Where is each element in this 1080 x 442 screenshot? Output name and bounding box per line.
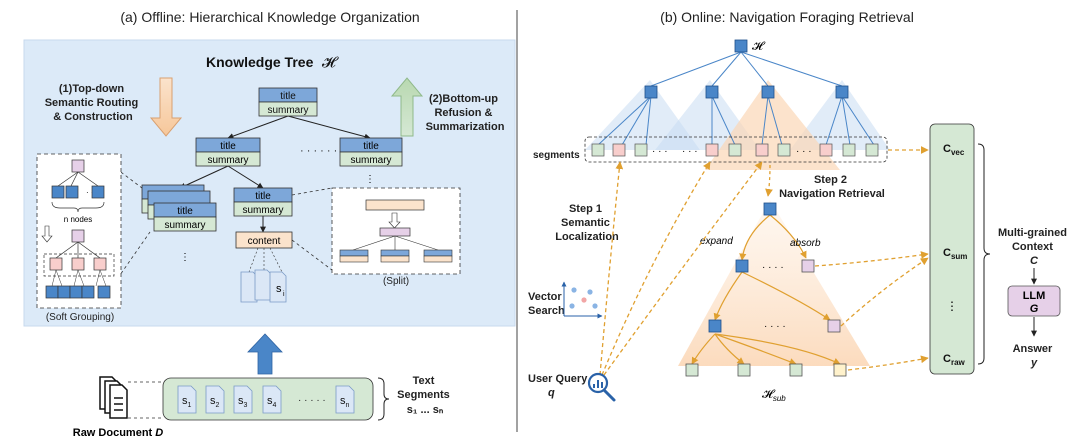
segments-ellipsis: · · · · · — [298, 395, 326, 406]
split-box — [331, 187, 461, 275]
sub-tree-edges — [691, 214, 841, 366]
segment-doc-icon: s4 — [262, 385, 282, 414]
context-vertical-ellipsis: ⋮ — [946, 299, 958, 313]
content-segments — [248, 247, 283, 273]
vertical-ellipsis: ⋮ — [180, 252, 190, 263]
segment-label: s — [276, 283, 282, 295]
sub-tree-symbol: 𝓗sub — [762, 387, 786, 403]
build-up-arrow-icon — [247, 333, 283, 375]
bottom-up-arrow-icon — [390, 77, 424, 137]
sub-tree-ellipsis: · · · · — [764, 321, 786, 332]
context-links — [814, 251, 929, 371]
absorb-label: absorb — [790, 238, 821, 249]
tree-node-level1-left: title summary — [195, 137, 261, 167]
node-summary-text: summary — [164, 220, 205, 231]
segment-doc-label: sn — [340, 395, 350, 409]
raw-document-icon — [99, 376, 128, 419]
context-brace — [977, 143, 991, 365]
segments-brace — [377, 377, 390, 421]
content-text: content — [248, 236, 281, 247]
text-segments-label: Text Segments s₁ ... sₙ — [397, 375, 453, 416]
top-down-arrow-icon — [149, 77, 183, 137]
vector-search-label: Vector Search — [528, 291, 565, 317]
context-column — [929, 123, 975, 375]
segment-ellipsis: · · · — [682, 146, 698, 157]
split-connector — [291, 187, 333, 196]
node-title-text: title — [220, 141, 236, 152]
knowledge-tree-title: Knowledge Tree — [206, 54, 314, 70]
node-title-text: title — [255, 191, 271, 202]
n-nodes-label: n nodes — [64, 215, 92, 224]
segments-label: segments — [533, 150, 580, 161]
segment-ellipsis: · · · — [796, 146, 812, 157]
node-summary-text: summary — [242, 205, 283, 216]
segment-doc-icon: s1 — [177, 385, 197, 414]
llm-box: LLM G — [1007, 285, 1061, 317]
user-query-label: User Query q — [528, 373, 590, 399]
soft-grouping-label: (Soft Grouping) — [46, 312, 114, 323]
tree-node-level1-right: title summary — [339, 137, 403, 167]
vector-search-icon — [561, 281, 603, 319]
segment-doc-icon: s2 — [205, 385, 225, 414]
multi-grained-label: Multi-grained Context C — [998, 227, 1070, 267]
knowledge-tree-symbol: 𝓗 — [322, 54, 339, 71]
node-summary-text: summary — [267, 105, 308, 116]
vertical-ellipsis: ⋮ — [365, 174, 375, 185]
segment-row: s1 s2 s3 s4 sn — [177, 385, 355, 414]
tree-edges — [179, 115, 371, 233]
step1-label: Step 1 Semantic Localization — [555, 203, 619, 243]
knowledge-tree-heading: Knowledge Tree 𝓗 — [206, 54, 339, 71]
content-node: content — [235, 231, 293, 249]
panel-b-title: (b) Online: Navigation Foraging Retrieva… — [660, 9, 914, 25]
llm-label: LLM — [1023, 290, 1046, 302]
step1-links — [599, 161, 763, 376]
split-connector — [291, 239, 333, 271]
split-label: (Split) — [383, 276, 409, 287]
sub-tree-ellipsis: · · · · — [762, 262, 784, 273]
top-down-label: (1)Top-down Semantic Routing & Construct… — [45, 83, 142, 123]
segment-doc-label: s2 — [210, 395, 220, 409]
segment-sub: i — [283, 291, 285, 298]
tree-node-grouped-stack: title summary — [141, 184, 217, 232]
sibling-ellipsis: · · · · · · · · — [300, 145, 351, 157]
tree-node-leaf-parent: title summary — [233, 187, 293, 217]
step2-link — [765, 164, 773, 197]
node-summary-text: summary — [350, 155, 391, 166]
svg-text:· ·: · · — [86, 188, 94, 197]
segment-doc-label: s1 — [182, 395, 192, 409]
expand-label: expand — [700, 236, 733, 247]
tree-node-root: title summary — [258, 87, 318, 117]
panel-a-title: (a) Offline: Hierarchical Knowledge Orga… — [120, 9, 419, 25]
segment-ellipsis: · · · — [652, 146, 668, 157]
sub-tree-nodes — [685, 202, 847, 377]
search-icon — [587, 372, 616, 402]
segment-doc-label: s3 — [238, 395, 248, 409]
root-symbol: 𝓗 — [752, 39, 766, 53]
segment-doc-icon: sn — [335, 385, 355, 414]
segments-row-box — [584, 136, 888, 163]
node-title-text: title — [280, 91, 296, 102]
bottom-up-label: (2)Bottom-up Refusion & Summarization — [426, 93, 505, 133]
node-summary-text: summary — [207, 155, 248, 166]
raw-document-label: Raw Document D — [73, 427, 164, 439]
segment-doc-stack-icon: s i — [240, 269, 287, 303]
top-tree-nodes — [644, 39, 849, 99]
segment-doc-icon: s3 — [233, 385, 253, 414]
answer-label: Answer y — [1013, 343, 1056, 369]
step2-label: Step 2 Navigation Retrieval — [779, 174, 885, 200]
node-title-text: title — [363, 141, 379, 152]
sub-tree-cone — [678, 200, 870, 366]
llm-var: G — [1030, 303, 1039, 315]
segment-doc-label: s4 — [267, 395, 277, 409]
segment-cells — [591, 143, 879, 157]
node-title-text: title — [177, 206, 193, 217]
soft-grouping-box: · · n nodes — [36, 153, 122, 309]
